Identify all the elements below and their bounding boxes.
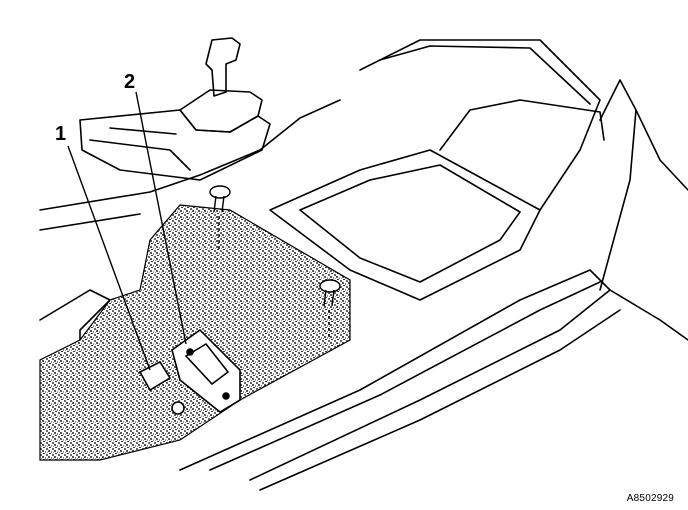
callout-label-2: 2 [124, 71, 136, 93]
floor-panel-edge [39, 99, 341, 211]
harness-connector [138, 360, 185, 415]
control-module [171, 328, 241, 413]
leader-line-1 [67, 145, 151, 371]
gear-lever [205, 37, 241, 97]
callout-label-1: 1 [55, 123, 67, 145]
console-body [79, 109, 271, 181]
rear-seat-well [269, 149, 541, 301]
figure-reference-code: A8502929 [626, 493, 674, 504]
fastener-clip [319, 279, 341, 340]
carpet-area [39, 204, 351, 461]
door-sill [179, 269, 611, 481]
leader-line-2 [135, 91, 187, 345]
fastener-clip [209, 185, 231, 250]
